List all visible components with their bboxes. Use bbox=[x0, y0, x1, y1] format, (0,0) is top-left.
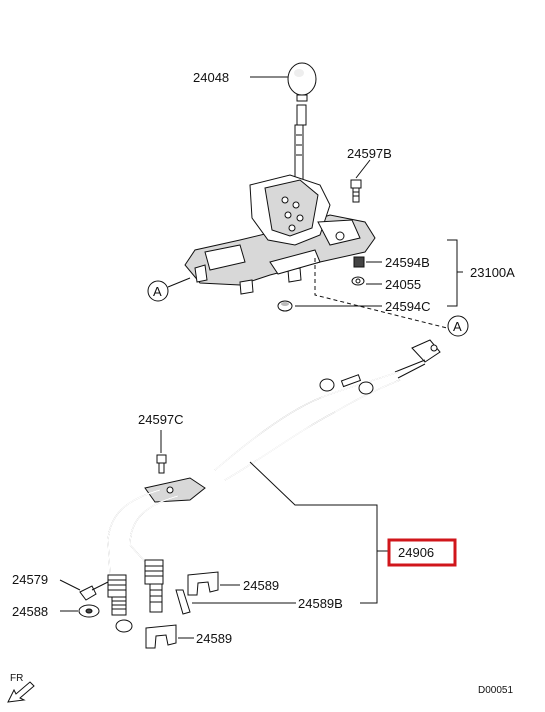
shift-lever-rod bbox=[294, 124, 304, 181]
front-arrow-icon bbox=[7, 681, 35, 703]
clip-24589-bottom bbox=[145, 624, 177, 649]
label-24597b: 24597B bbox=[347, 146, 392, 161]
washer-24589b bbox=[175, 589, 191, 615]
bushing-24594c bbox=[277, 300, 293, 312]
ref-a-left-text: A bbox=[153, 284, 162, 299]
leader-24579 bbox=[59, 579, 81, 591]
label-24906: 24906 bbox=[398, 545, 434, 560]
label-24597c: 24597C bbox=[138, 412, 184, 427]
label-24589-bottom: 24589 bbox=[196, 631, 232, 646]
nut-24594b bbox=[353, 256, 365, 268]
bushing-24055 bbox=[351, 276, 365, 286]
leader-24597b bbox=[355, 159, 371, 179]
leader-ref-a-left bbox=[167, 277, 191, 288]
highlight-24906 bbox=[387, 538, 457, 567]
label-23100a: 23100A bbox=[470, 265, 515, 280]
label-24594c: 24594C bbox=[385, 299, 431, 314]
label-24055: 24055 bbox=[385, 277, 421, 292]
shift-knob bbox=[287, 62, 317, 126]
bolt-24597c bbox=[156, 454, 167, 474]
label-fr: FR bbox=[10, 673, 23, 684]
ref-dash-1 bbox=[314, 258, 456, 331]
diagram-code: D00051 bbox=[478, 685, 513, 696]
leader-24906 bbox=[249, 461, 378, 604]
ref-a-left bbox=[147, 280, 169, 302]
bolt-24597b bbox=[350, 179, 362, 203]
label-24589b: 24589B bbox=[298, 596, 343, 611]
pin-24579 bbox=[79, 581, 109, 601]
shift-lever-housing bbox=[184, 174, 376, 295]
label-24579: 24579 bbox=[12, 572, 48, 587]
clip-24589-top bbox=[187, 571, 219, 596]
label-24589-top: 24589 bbox=[243, 578, 279, 593]
washer-24588 bbox=[78, 604, 100, 618]
label-24594b: 24594B bbox=[385, 255, 430, 270]
bracket-23100a bbox=[447, 239, 463, 307]
label-24048: 24048 bbox=[193, 70, 229, 85]
ref-a-right bbox=[447, 315, 469, 337]
label-24588: 24588 bbox=[12, 604, 48, 619]
ref-a-right-text: A bbox=[453, 319, 462, 334]
shift-cable-assembly bbox=[107, 339, 441, 633]
